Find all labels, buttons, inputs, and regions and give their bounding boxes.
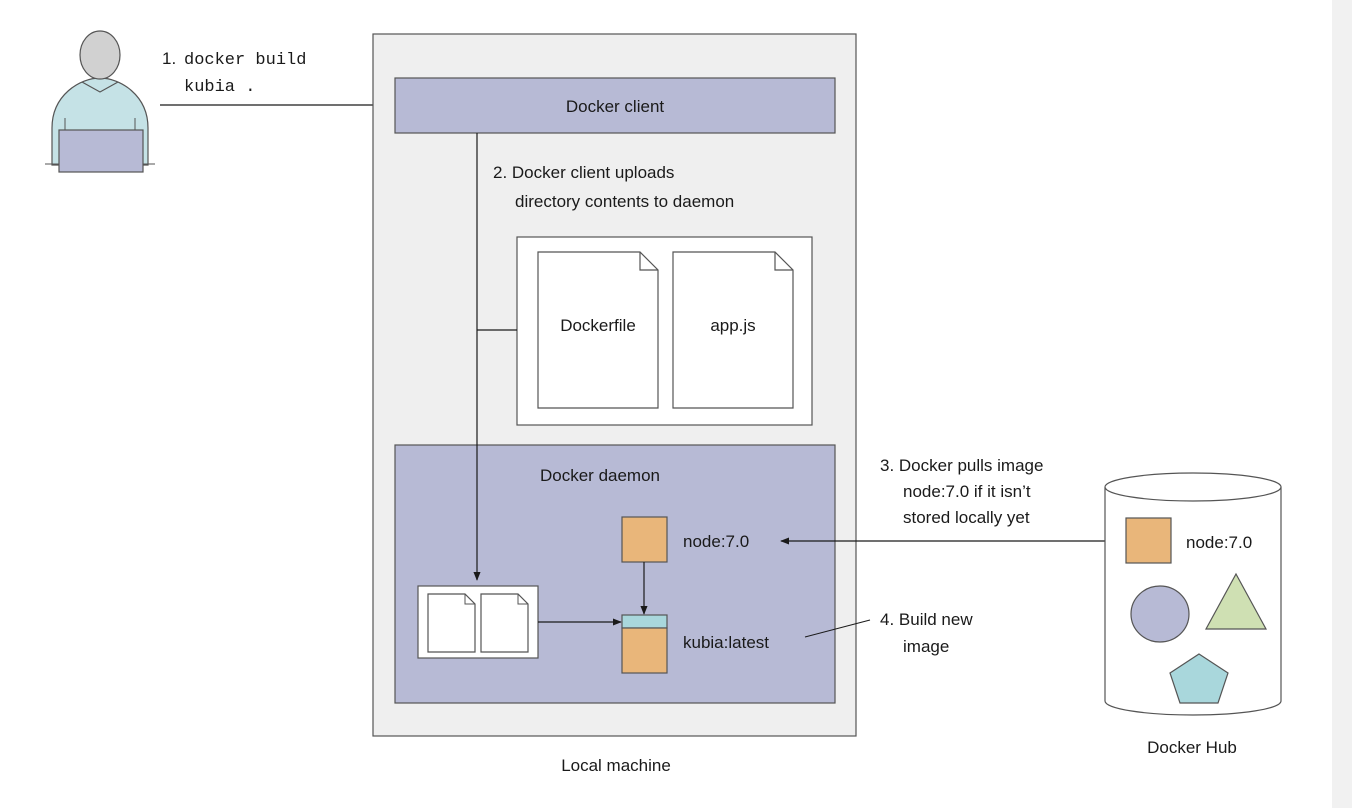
docker-client-label: Docker client <box>566 97 665 116</box>
node-image-label: node:7.0 <box>683 532 749 551</box>
daemon-file-icon-1 <box>427 593 476 653</box>
step3-line2: node:7.0 if it isn’t <box>903 482 1031 501</box>
hub-node-image-label: node:7.0 <box>1186 533 1252 552</box>
kubia-layer-top <box>621 614 668 629</box>
hub-triangle-image <box>1204 572 1268 630</box>
step3-line3: stored locally yet <box>903 508 1030 527</box>
user-head <box>79 30 121 80</box>
kubia-layer-base <box>621 627 668 674</box>
docker-daemon-label: Docker daemon <box>540 466 660 485</box>
step2-line1: 2. Docker client uploads <box>493 163 674 182</box>
step1-command-line1: docker build <box>184 51 306 70</box>
docker-daemon-box <box>394 444 836 704</box>
kubia-image-label: kubia:latest <box>683 633 769 652</box>
step4-line1: 4. Build new <box>880 610 973 629</box>
laptop <box>58 129 144 173</box>
hub-pentagon-image <box>1169 653 1229 704</box>
step1-number: 1. <box>162 49 176 68</box>
hub-circle-image <box>1130 585 1190 643</box>
step2-line2: directory contents to daemon <box>515 192 734 211</box>
docker-hub-label: Docker Hub <box>1147 738 1237 757</box>
daemon-file-icon-2 <box>480 593 529 653</box>
appjs-label: app.js <box>710 316 755 335</box>
user-figure <box>45 30 155 173</box>
dockerfile-label: Dockerfile <box>560 316 636 335</box>
step4-line2: image <box>903 637 949 656</box>
hub-node-image-block <box>1125 517 1172 564</box>
step1-command-line2: kubia . <box>184 78 255 97</box>
step4-pointer <box>804 619 871 638</box>
dockerfile-file-icon <box>537 251 659 409</box>
step3-line1: 3. Docker pulls image <box>880 456 1043 475</box>
appjs-file-icon <box>672 251 794 409</box>
local-machine-label: Local machine <box>561 756 671 775</box>
node-image-block <box>621 516 668 563</box>
docker-client-box <box>394 77 836 134</box>
scrollbar-track[interactable] <box>1332 0 1352 808</box>
